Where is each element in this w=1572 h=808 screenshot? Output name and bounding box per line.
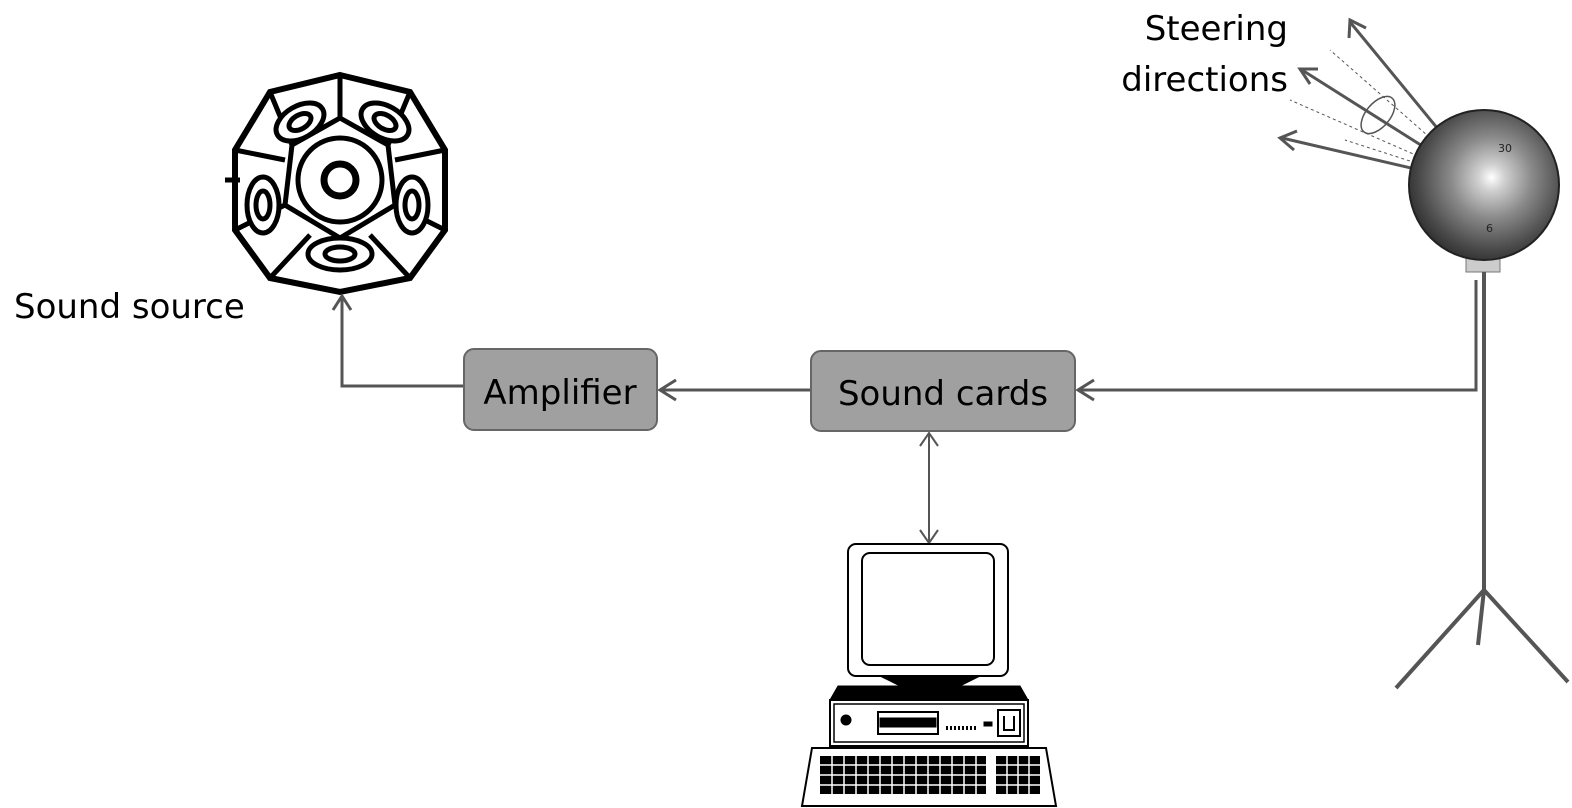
sphere-mark-6: 6 xyxy=(1486,222,1493,235)
amplifier-to-source-arrow xyxy=(331,293,464,388)
cards-to-amplifier-arrow xyxy=(657,378,811,402)
sound-cards-label: Sound cards xyxy=(838,374,1048,414)
sound-cards-box: Sound cards xyxy=(810,350,1076,432)
dodecahedron-loudspeaker-icon xyxy=(225,71,448,296)
sound-source-label: Sound source xyxy=(14,287,245,327)
steering-label-line2: directions xyxy=(1121,60,1288,100)
microphone-to-cards-arrow xyxy=(1075,280,1478,402)
amplifier-label: Amplifier xyxy=(483,373,636,413)
steering-label-line1: Steering xyxy=(1145,9,1288,49)
cards-computer-link-arrow xyxy=(919,431,939,545)
amplifier-box: Amplifier xyxy=(463,348,658,431)
computer-icon xyxy=(800,543,1058,807)
spherical-microphone-array-icon: 30 6 xyxy=(1394,109,1570,690)
sphere-mark-30: 30 xyxy=(1498,142,1512,155)
